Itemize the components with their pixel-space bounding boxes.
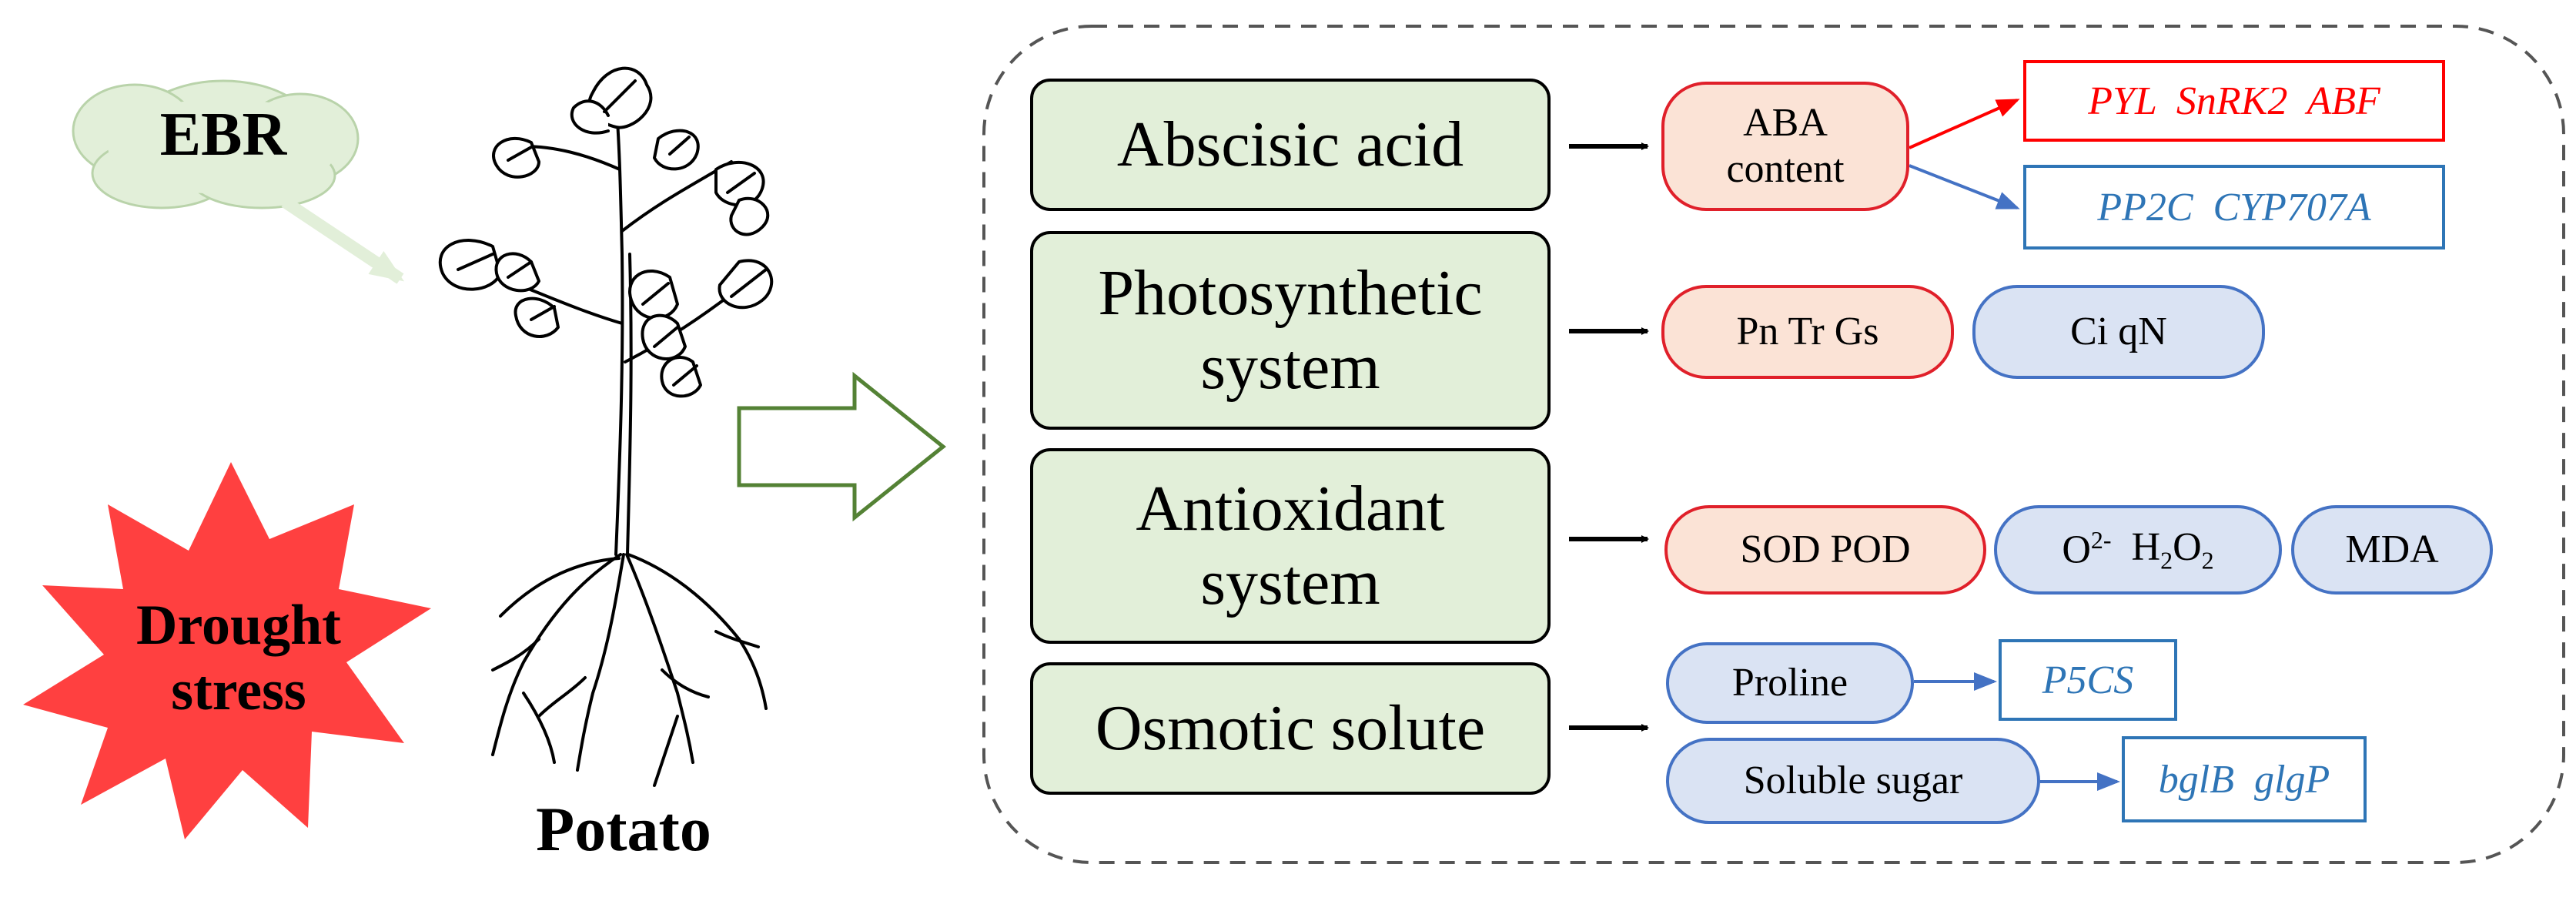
aba-arrow-red — [1909, 99, 2020, 149]
category-photosynthetic-system: Photosynthetic system — [1030, 231, 1551, 430]
aba-content-pill: ABA content — [1661, 82, 1909, 211]
o2-formula: O2- — [2062, 526, 2112, 572]
plant-label: Potato — [536, 794, 711, 864]
potato-plant-drawing — [438, 66, 774, 787]
drought-line-2: stress — [171, 659, 306, 723]
soluble-sugar-pill: Soluble sugar — [1666, 738, 2040, 824]
category-label-line-1: Photosynthetic — [1098, 257, 1483, 330]
aba-arrow-blue — [1909, 164, 2020, 209]
drought-label: Drought stress — [100, 593, 377, 724]
photosynthesis-up-pill: Pn Tr Gs — [1661, 285, 1954, 379]
cloud-shape — [72, 79, 360, 209]
main-arrow — [737, 371, 947, 522]
category-label-line-2: system — [1200, 331, 1380, 403]
category-label: Abscisic acid — [1116, 109, 1464, 181]
category-abscisic-acid: Abscisic acid — [1030, 79, 1551, 211]
ebr-label: EBR — [159, 101, 287, 169]
dashed-container — [982, 25, 2565, 864]
category-label-line-1: Antioxidant — [1136, 473, 1445, 545]
drought-line-1: Drought — [136, 594, 341, 657]
proline-pill: Proline — [1666, 642, 1914, 724]
category-label: Osmotic solute — [1095, 692, 1486, 765]
mda-pill: MDA — [2291, 505, 2493, 595]
ebr-arrow — [281, 196, 404, 284]
category-osmotic-solute: Osmotic solute — [1030, 662, 1551, 795]
pill-line-2: content — [1726, 147, 1845, 191]
category-label-line-2: system — [1200, 547, 1380, 618]
photosynthesis-down-pill: Ci qN — [1972, 285, 2265, 379]
drought-burst — [23, 462, 431, 839]
pill-line-1: ABA — [1743, 101, 1828, 146]
category-antioxidant-system: Antioxidant system — [1030, 448, 1551, 644]
ros-pill: O2- H2O2 — [1994, 505, 2282, 595]
gene-box-aba-up: PYL SnRK2 ABF — [2023, 60, 2445, 142]
h2o2-formula: H2O2 — [2131, 525, 2214, 574]
gene-box-aba-down: PP2C CYP707A — [2023, 165, 2445, 250]
gene-box-sugar: bglB glgP — [2122, 736, 2367, 822]
antioxidant-up-pill: SOD POD — [1664, 505, 1986, 595]
gene-box-proline: P5CS — [1999, 639, 2177, 721]
